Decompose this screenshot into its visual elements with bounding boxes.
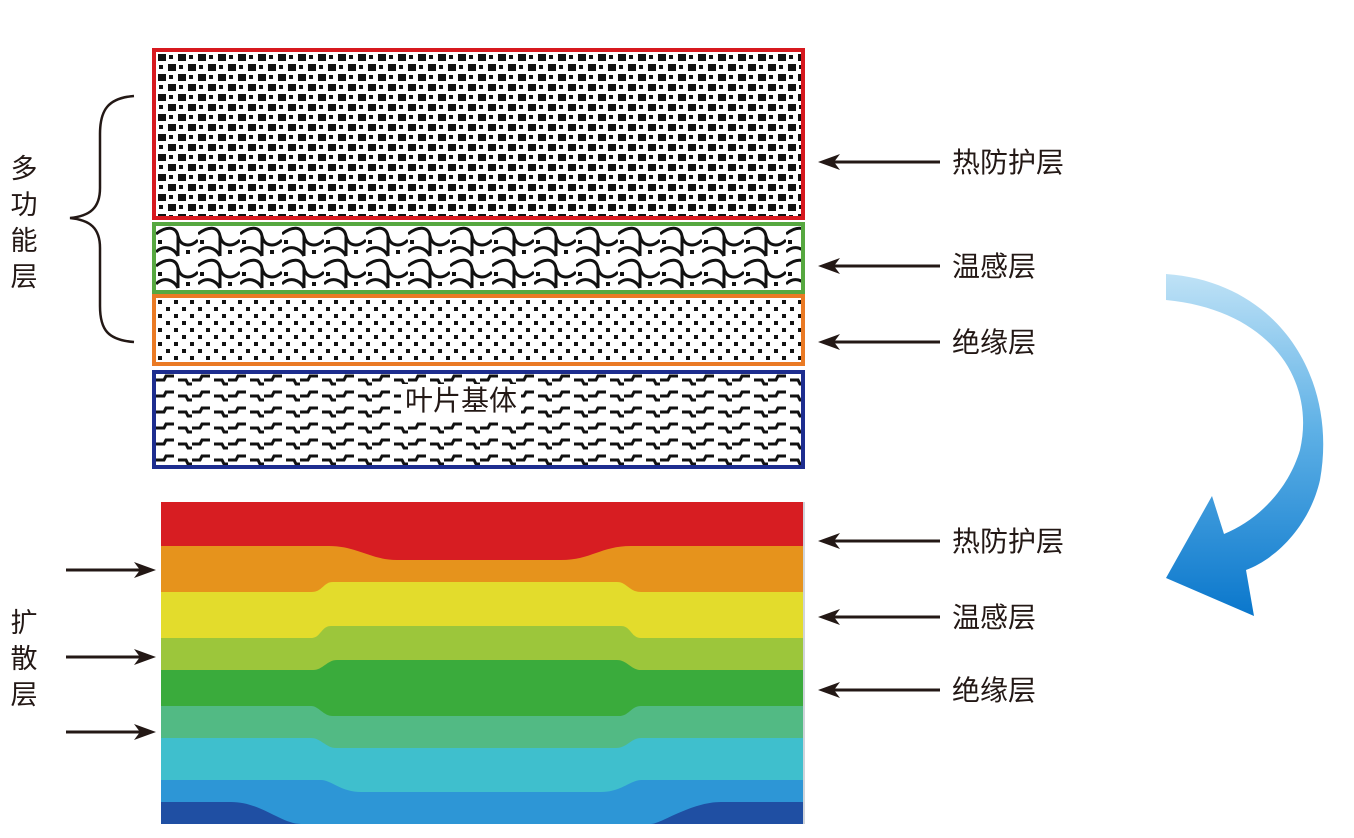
thermal-protection-layer <box>152 48 805 220</box>
multifunction-layer-label: 多 功 能 层 <box>10 154 38 293</box>
diffusion-arrow-2 <box>66 649 156 665</box>
bottom-thermal-protection-label: 热防护层 <box>952 525 1065 558</box>
bottom-insulation-label: 绝缘层 <box>952 674 1037 707</box>
blade-substrate-label: 叶片基体 <box>401 384 522 418</box>
diffusion-result-image <box>161 502 805 824</box>
diffusion-arrow-1 <box>66 562 156 578</box>
insulation-arrow <box>818 334 940 350</box>
bottom-thermal-protection-arrow <box>818 533 940 549</box>
bottom-temperature-sensing-label: 温感层 <box>952 601 1037 634</box>
bottom-temperature-sensing-arrow <box>818 609 940 625</box>
thermal-protection-arrow <box>818 154 940 170</box>
bottom-insulation-arrow <box>818 682 940 698</box>
insulation-layer <box>152 294 805 366</box>
insulation-label: 绝缘层 <box>952 326 1037 359</box>
transition-arrow-icon <box>1166 274 1324 616</box>
thermal-protection-label: 热防护层 <box>952 146 1065 179</box>
blade-substrate-layer: 叶片基体 <box>152 370 805 469</box>
diffusion-layer-label: 扩 散 层 <box>10 608 38 711</box>
left-brace <box>69 94 135 344</box>
temperature-sensing-layer <box>152 222 805 294</box>
temperature-sensing-label: 温感层 <box>952 250 1037 283</box>
temperature-sensing-arrow <box>818 258 940 274</box>
diffusion-arrow-3 <box>66 724 156 740</box>
